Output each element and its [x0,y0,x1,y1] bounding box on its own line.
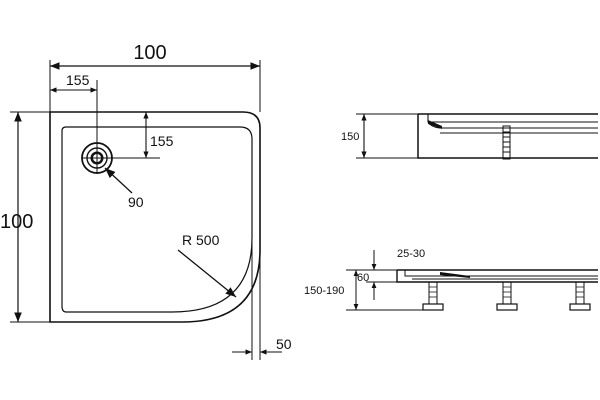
side-view-bottom: 25-30 60 150-190 [304,248,598,311]
side-top-drain-pipe [502,125,511,160]
rim-label: 50 [276,336,292,352]
tray-inner-outline [61,126,253,313]
height-label: 100 [0,211,33,233]
side-top-body [417,113,598,159]
drain-diameter-label: 90 [128,194,144,210]
side-top-inner [432,121,598,134]
adjust-label: 25-30 [397,248,425,260]
leg-middle [496,281,518,311]
side-top-lip [428,120,442,129]
plan-view: 100 100 155 155 90 R 500 [0,42,292,360]
radius-label: R 500 [182,232,220,248]
drain-offset-x-label: 155 [66,72,90,88]
side-top-height-label: 150 [341,131,359,143]
drain-leader-line [104,167,133,194]
drain-offset-y-label: 155 [150,133,174,149]
side-bottom-rim [404,270,598,280]
side-view-top: 150 [341,113,598,160]
range-label: 150-190 [304,285,344,297]
leg-right [569,281,591,311]
width-label: 100 [133,42,166,64]
tray-outer-outline [49,111,261,323]
side-bottom-lip [440,272,470,278]
base-label: 60 [357,272,369,284]
radius-leader-line [177,249,237,298]
leg-left [422,281,444,311]
side-top-rim [427,114,598,129]
